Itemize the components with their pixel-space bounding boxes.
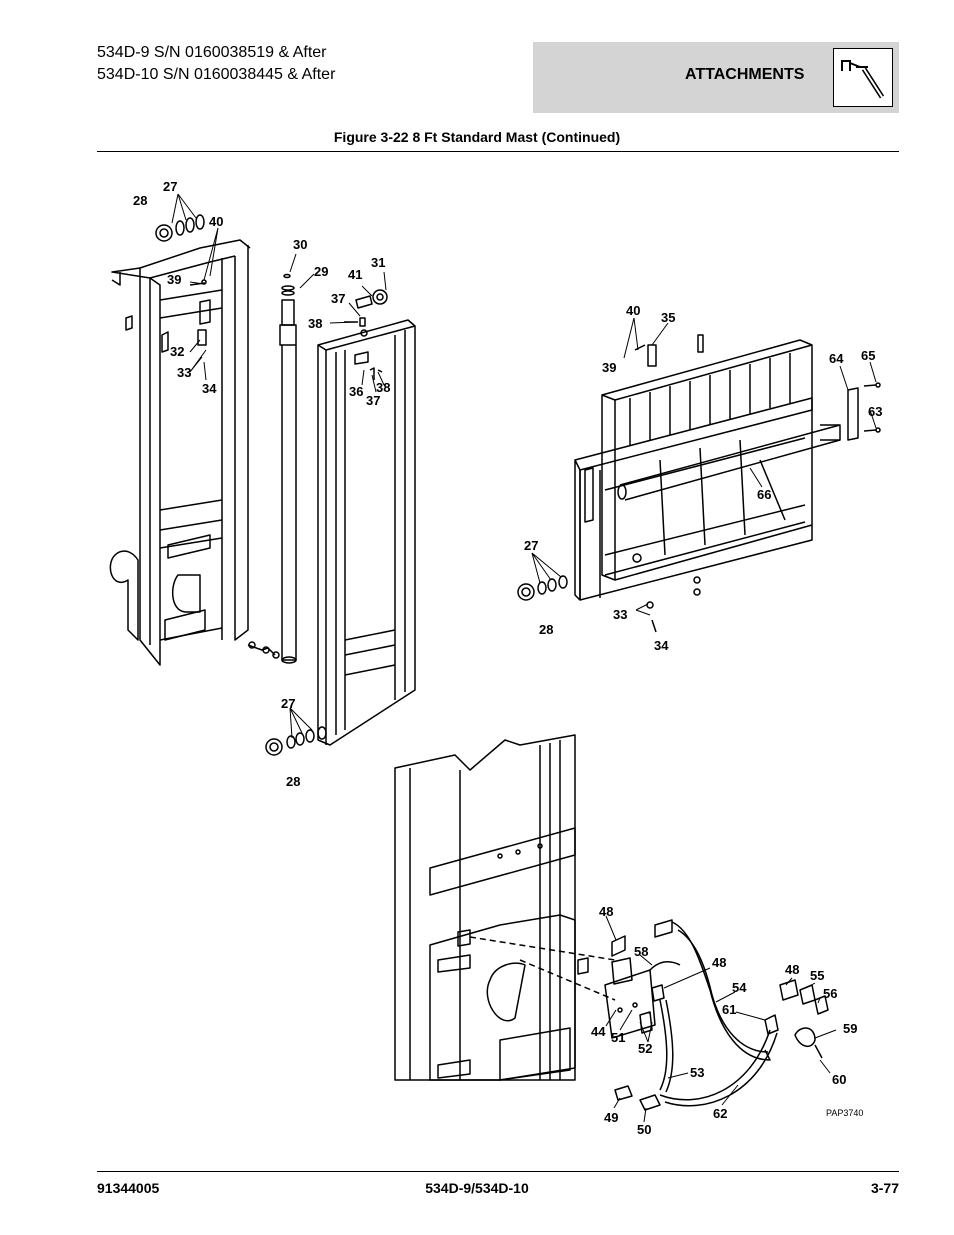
lift-cylinder bbox=[279, 273, 297, 664]
callout-label: 29 bbox=[314, 264, 328, 279]
callout-label: 40 bbox=[626, 303, 640, 318]
callout-label: 38 bbox=[376, 380, 390, 395]
footer-page-number: 3-77 bbox=[870, 1180, 899, 1196]
callout-labels: 28 27 40 39 30 29 41 31 37 38 32 33 34 3… bbox=[133, 179, 882, 1137]
callout-label: 35 bbox=[661, 310, 675, 325]
top-rule bbox=[97, 151, 899, 152]
callout-label: 28 bbox=[286, 774, 300, 789]
callout-label: 62 bbox=[713, 1106, 727, 1121]
callout-label: 48 bbox=[599, 904, 613, 919]
callout-label: 56 bbox=[823, 986, 837, 1001]
callout-label: 58 bbox=[634, 944, 648, 959]
callout-label: 48 bbox=[785, 962, 799, 977]
callout-label: 34 bbox=[654, 638, 669, 653]
callout-label: 37 bbox=[331, 291, 345, 306]
callout-label: 49 bbox=[604, 1110, 618, 1125]
rollers-lower bbox=[265, 726, 327, 756]
leader-lines bbox=[171, 193, 877, 1123]
inner-mast-frame bbox=[317, 289, 416, 746]
callout-label: 27 bbox=[524, 538, 538, 553]
callout-label: 31 bbox=[371, 255, 385, 270]
callout-label: 52 bbox=[638, 1041, 652, 1056]
callout-label: 32 bbox=[170, 344, 184, 359]
callout-label: 40 bbox=[209, 214, 223, 229]
callout-label: 59 bbox=[843, 1021, 857, 1036]
callout-label: 44 bbox=[591, 1024, 606, 1039]
callout-label: 54 bbox=[732, 980, 747, 995]
footer-doc-number: 91344005 bbox=[97, 1180, 160, 1196]
callout-label: 51 bbox=[611, 1030, 625, 1045]
callout-label: 39 bbox=[167, 272, 181, 287]
callout-label: 28 bbox=[133, 193, 147, 208]
figure-ref: PAP3740 bbox=[826, 1108, 863, 1118]
callout-label: 33 bbox=[613, 607, 627, 622]
callout-label: 28 bbox=[539, 622, 553, 637]
callout-label: 34 bbox=[202, 381, 217, 396]
callout-label: 27 bbox=[281, 696, 295, 711]
callout-label: 36 bbox=[349, 384, 363, 399]
header-model-info: 534D-9 S/N 0160038519 & After 534D-10 S/… bbox=[97, 42, 335, 86]
callout-label: 64 bbox=[829, 351, 844, 366]
callout-label: 39 bbox=[602, 360, 616, 375]
bottom-rule bbox=[97, 1171, 899, 1172]
figure-title: Figure 3-22 8 Ft Standard Mast (Continue… bbox=[333, 129, 621, 145]
callout-label: 63 bbox=[868, 404, 882, 419]
mast-detail-lower bbox=[394, 734, 616, 1081]
footer-model: 534D-9/534D-10 bbox=[425, 1180, 529, 1196]
callout-label: 37 bbox=[366, 393, 380, 408]
header-line-2: 534D-10 S/N 0160038445 & After bbox=[97, 66, 336, 83]
callout-label: 30 bbox=[293, 237, 307, 252]
callout-label: 50 bbox=[637, 1122, 651, 1137]
carriage-frame bbox=[574, 339, 841, 601]
section-header-box: ATTACHMENTS bbox=[533, 42, 899, 113]
callout-label: 38 bbox=[308, 316, 322, 331]
mast-attachment-icon bbox=[833, 48, 893, 107]
outer-mast-frame bbox=[109, 239, 251, 666]
callout-label: 66 bbox=[757, 487, 771, 502]
section-title: ATTACHMENTS bbox=[685, 66, 805, 83]
carriage-small-parts bbox=[634, 334, 881, 441]
callout-label: 60 bbox=[832, 1072, 846, 1087]
callout-label: 41 bbox=[348, 267, 362, 282]
callout-label: 27 bbox=[163, 179, 177, 194]
callout-label: 65 bbox=[861, 348, 875, 363]
callout-label: 53 bbox=[690, 1065, 704, 1080]
callout-label: 55 bbox=[810, 968, 824, 983]
callout-label: 48 bbox=[712, 955, 726, 970]
valve-and-hoses bbox=[604, 919, 829, 1111]
callout-label: 61 bbox=[722, 1002, 736, 1017]
rollers-carriage bbox=[517, 575, 657, 633]
rollers-left-top bbox=[155, 214, 207, 286]
callout-label: 33 bbox=[177, 365, 191, 380]
header-line-1: 534D-9 S/N 0160038519 & After bbox=[97, 44, 327, 61]
